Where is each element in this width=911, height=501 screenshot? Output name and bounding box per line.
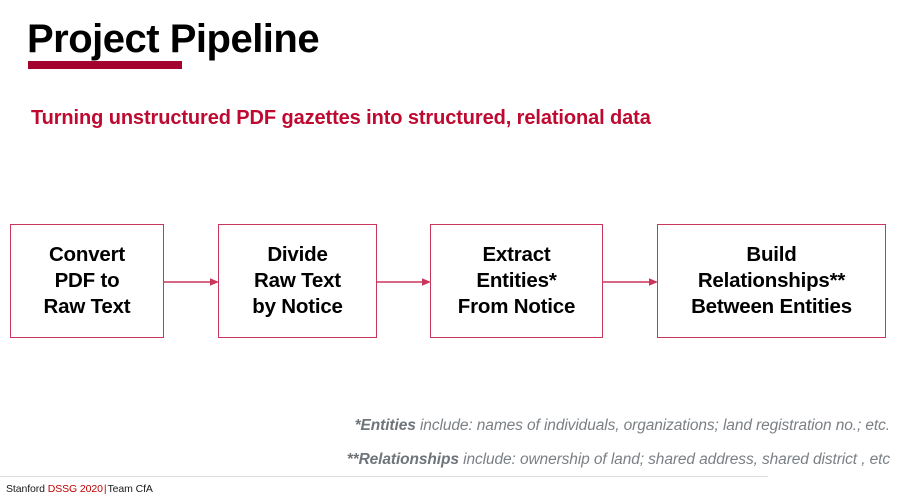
flow-box-line: Build: [746, 243, 797, 266]
footer-program: DSSG 2020: [47, 483, 103, 495]
footer-separator: |: [103, 483, 107, 495]
flow-box-extract-entities-from-notice[interactable]: Extract Entities* From Notice: [430, 224, 603, 338]
flow-box-line: PDF to: [54, 269, 120, 292]
page-title-light: Pipeline: [159, 17, 320, 61]
flow-box-line: Relationships**: [697, 269, 846, 292]
page-title-strong: Project: [27, 17, 160, 61]
flow-box-line: Convert: [48, 243, 126, 266]
title-block: Project Pipeline: [27, 17, 627, 75]
footer-credit: Stanford DSSG 2020|Team CfA: [6, 483, 153, 496]
footnote-term: **Relationships: [346, 451, 459, 468]
flow-box-divide-raw-text-by-notice[interactable]: Divide Raw Text by Notice: [218, 224, 377, 338]
footer-org: Stanford: [6, 483, 48, 495]
flow-box-line: Entities*: [476, 269, 557, 292]
flow-box-line: Extract: [482, 243, 551, 266]
footnote-term: *Entities: [354, 417, 416, 434]
subtitle: Turning unstructured PDF gazettes into s…: [31, 107, 651, 129]
footer-divider: [0, 476, 768, 477]
footer-team: Team CfA: [107, 483, 153, 495]
footnote-entities: *Entities include: names of individuals,…: [355, 415, 890, 436]
flow-box-convert-pdf-to-raw-text[interactable]: Convert PDF to Raw Text: [10, 224, 164, 338]
flow-box-line: From Notice: [457, 295, 576, 318]
arrow-right-icon: [602, 275, 658, 289]
flow-box-line: Raw Text: [43, 295, 131, 318]
page-title: Project Pipeline: [27, 17, 627, 61]
flow-box-line: Divide: [267, 243, 328, 266]
flow-box-line: Between Entities: [691, 295, 852, 318]
arrow-right-icon: [163, 275, 219, 289]
flow-box-build-relationships-between-entities[interactable]: Build Relationships** Between Entities: [657, 224, 886, 338]
footnote-text: include: names of individuals, organizat…: [415, 417, 890, 434]
title-underline-accent: [28, 61, 182, 69]
flow-box-line: by Notice: [252, 295, 343, 318]
footnote-relationships: **Relationships include: ownership of la…: [347, 449, 890, 470]
arrow-right-icon: [376, 275, 431, 289]
footnote-text: include: ownership of land; shared addre…: [458, 451, 890, 468]
flow-box-line: Raw Text: [254, 269, 341, 292]
